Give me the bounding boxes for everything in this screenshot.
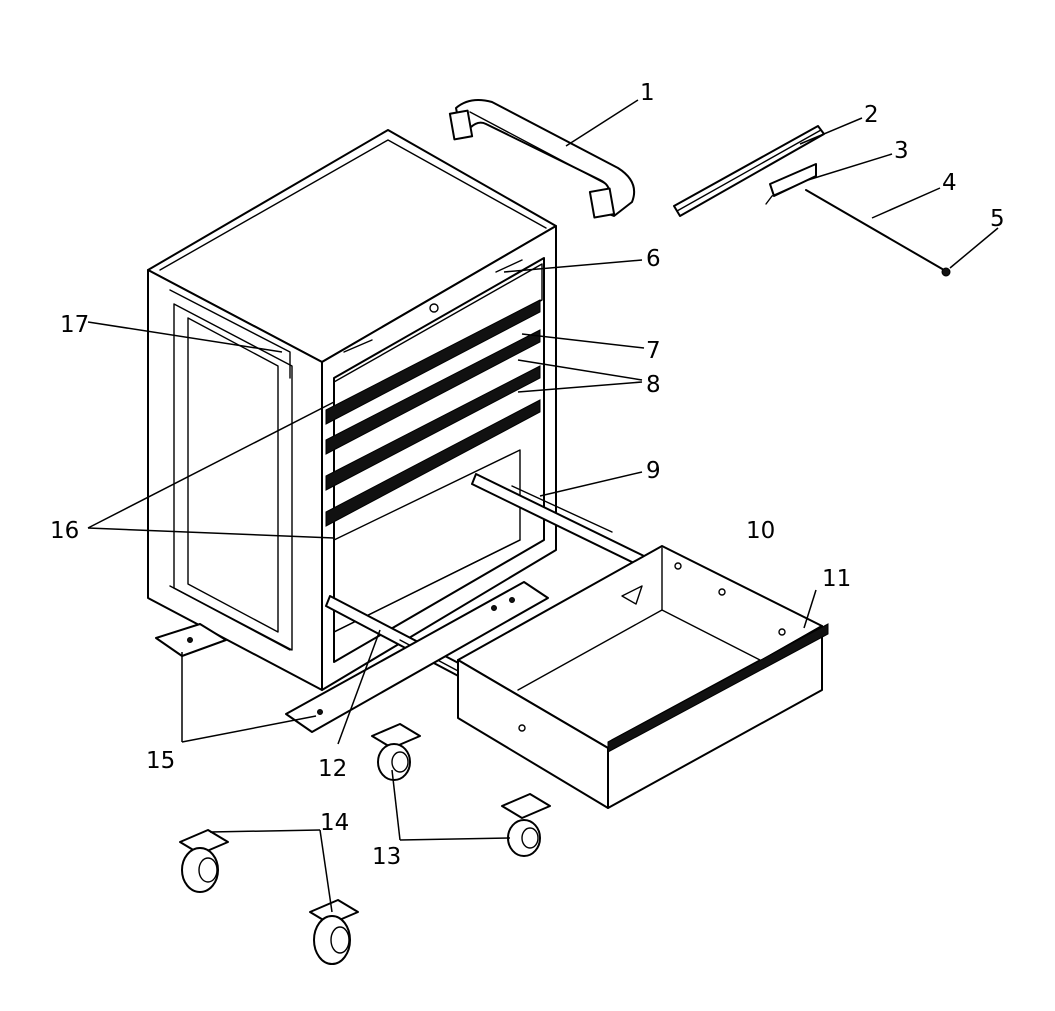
- label-15: 15: [146, 748, 175, 774]
- mounting-plates: [155, 581, 549, 733]
- open-drawer: [457, 545, 829, 809]
- leader-lines: [87, 99, 999, 913]
- label-2: 2: [864, 102, 879, 128]
- label-8: 8: [646, 372, 661, 398]
- label-6: 6: [646, 246, 661, 272]
- label-9: 9: [646, 458, 661, 484]
- label-1: 1: [640, 80, 655, 106]
- cabinet-body: [147, 129, 557, 691]
- caster-wheels: [179, 723, 551, 965]
- label-16: 16: [50, 518, 79, 544]
- label-4: 4: [942, 170, 957, 196]
- caster-14b: [309, 899, 359, 965]
- label-13: 13: [372, 844, 401, 870]
- nut-part: [941, 267, 951, 277]
- label-3: 3: [894, 138, 909, 164]
- rod-part: [805, 189, 945, 271]
- part-labels: 1 2 3 4 5 6 7 8 9 10 11 12 13 14 15 16 1…: [50, 80, 1005, 870]
- label-11: 11: [822, 566, 851, 592]
- bracket-part: [765, 163, 817, 205]
- label-12: 12: [318, 756, 347, 782]
- caster-13a: [371, 723, 421, 781]
- handle-part: [448, 99, 636, 219]
- caster-13b: [501, 793, 551, 857]
- caster-14a: [179, 829, 229, 893]
- label-17: 17: [60, 312, 89, 338]
- label-7: 7: [646, 338, 661, 364]
- label-5: 5: [990, 206, 1005, 232]
- label-14: 14: [320, 810, 349, 836]
- label-10: 10: [746, 518, 775, 544]
